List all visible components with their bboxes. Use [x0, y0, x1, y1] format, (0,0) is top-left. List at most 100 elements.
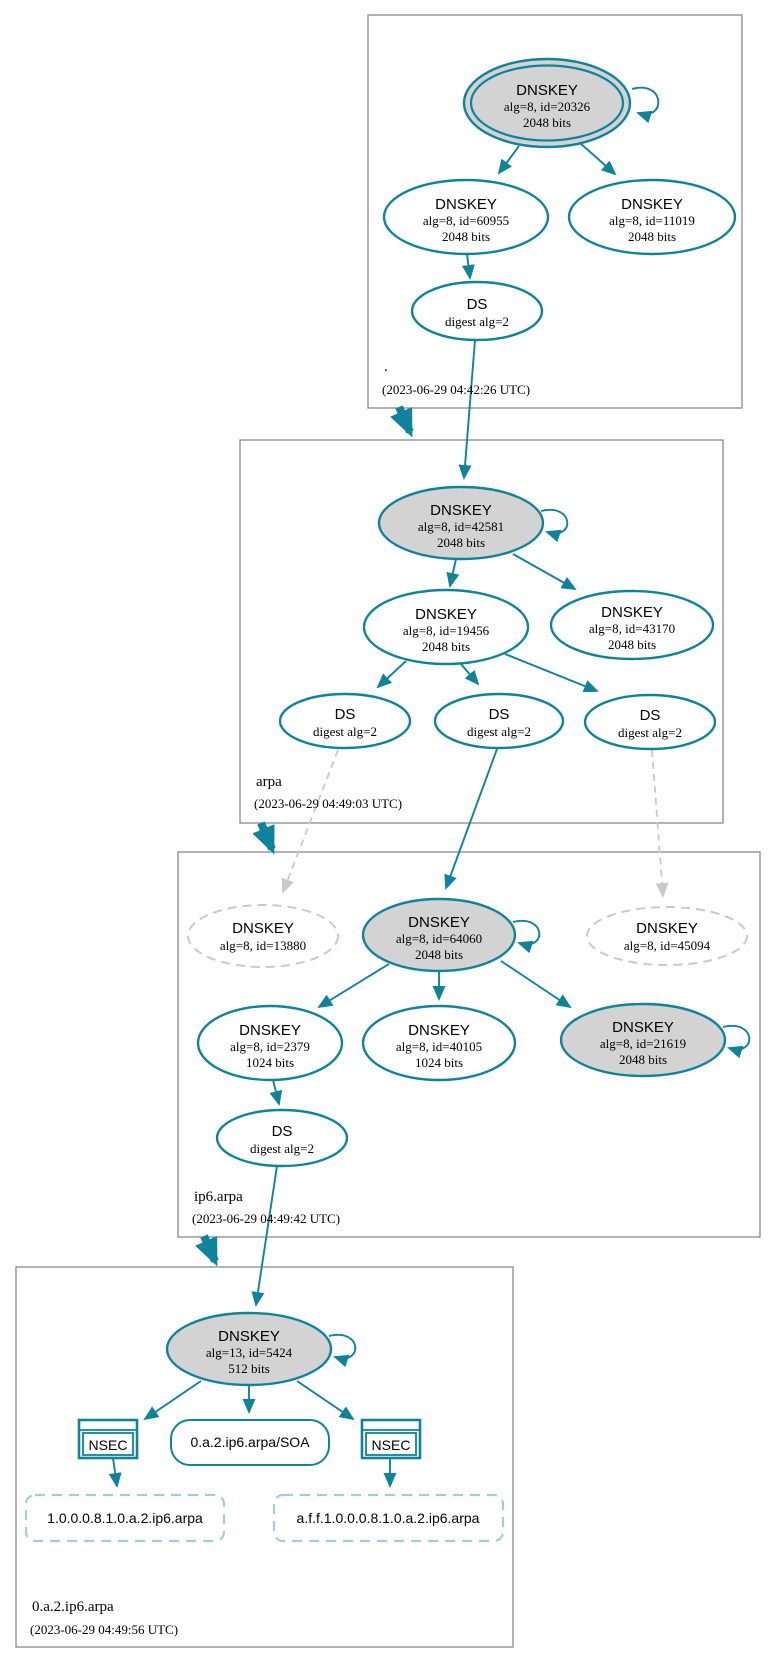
ds-title: DS [467, 296, 488, 313]
dnskey-title: DNSKEY [218, 1328, 280, 1345]
edge-ds2-to-ksk64060 [444, 748, 498, 890]
delegation-arrow-ip6arpa-to-target [195, 1234, 219, 1267]
selfloop-ksk64060 [512, 919, 541, 954]
dnskey-alg-id: alg=8, id=19456 [403, 623, 490, 638]
ds-digest: digest alg=2 [250, 1141, 314, 1156]
dnskey-title: DNSKEY [612, 1019, 674, 1036]
dnskey-bits: 2048 bits [523, 115, 571, 130]
ds-ellipse[interactable] [583, 693, 717, 751]
arpa-ds1-node[interactable]: DS digest alg=2 [278, 692, 412, 750]
nsec-rect[interactable] [360, 1418, 422, 1460]
ds-ellipse[interactable] [410, 280, 544, 342]
nsec-rect[interactable] [77, 1418, 139, 1460]
dnskey-title: DNSKEY [408, 1022, 470, 1039]
ds-digest: digest alg=2 [445, 314, 509, 329]
dnskey-title: DNSKEY [601, 604, 663, 621]
dnskey-bits: 2048 bits [437, 535, 485, 550]
dnskey-ellipse-dashed[interactable] [187, 904, 339, 968]
edge-zsk60955-to-ds [461, 253, 475, 280]
dnskey-ellipse[interactable] [377, 485, 545, 561]
zone-timestamp-ip6arpa: (2023-06-29 04:49:42 UTC) [192, 1211, 340, 1226]
arpa-ksk-dnskey-node[interactable]: DNSKEY alg=8, id=42581 2048 bits [377, 485, 545, 561]
dnskey-ellipse-dashed[interactable] [586, 906, 748, 966]
delegation-arrow-root-to-arpa [390, 405, 414, 438]
dnskey-ellipse[interactable] [361, 1004, 517, 1082]
root-key2-dnskey-node[interactable]: DNSKEY alg=8, id=11019 2048 bits [567, 178, 737, 256]
dnskey-alg-id: alg=8, id=42581 [418, 519, 504, 534]
target-nxname1-node[interactable]: 1.0.0.0.8.1.0.a.2.ip6.arpa [24, 1493, 226, 1543]
dnskey-ellipse[interactable] [567, 178, 737, 256]
dnskey-title: DNSKEY [239, 1022, 301, 1039]
dnskey-ellipse[interactable] [165, 1311, 333, 1387]
ip6arpa-ksk-dnskey-node[interactable]: DNSKEY alg=8, id=64060 2048 bits [361, 897, 517, 973]
zone-timestamp-target: (2023-06-29 04:49:56 UTC) [30, 1622, 178, 1637]
dnskey-ellipse[interactable] [549, 589, 715, 661]
selfloop-ksk42581 [540, 508, 569, 543]
ds-ellipse[interactable] [215, 1108, 349, 1168]
ip6arpa-zsk2-dnskey-node[interactable]: DNSKEY alg=8, id=40105 1024 bits [361, 1004, 517, 1082]
nxdomain-rect-dashed[interactable] [24, 1493, 226, 1543]
root-zsk-dnskey-node[interactable]: DNSKEY alg=8, id=60955 2048 bits [382, 178, 550, 256]
dnskey-ellipse[interactable] [382, 178, 550, 256]
zone-timestamp-root: (2023-06-29 04:42:26 UTC) [382, 382, 530, 397]
dnskey-alg-id: alg=8, id=45094 [624, 938, 711, 953]
target-soa-node[interactable]: 0.a.2.ip6.arpa/SOA [170, 1419, 330, 1466]
soa-rect[interactable] [170, 1419, 330, 1466]
edge-ip6ds-to-ksk5424 [251, 1165, 278, 1307]
ip6arpa-missing-dnskey-node-13880[interactable]: DNSKEY alg=8, id=13880 [187, 904, 339, 968]
edge-ds1-to-missing13880 [281, 749, 339, 894]
ds-ellipse[interactable] [278, 692, 412, 750]
ip6arpa-key3-dnskey-node[interactable]: DNSKEY alg=8, id=21619 2048 bits [559, 1002, 727, 1078]
nxdomain-rect-dashed[interactable] [272, 1493, 505, 1543]
arpa-key2-dnskey-node[interactable]: DNSKEY alg=8, id=43170 2048 bits [549, 589, 715, 661]
ds-digest: digest alg=2 [313, 724, 377, 739]
dnskey-title: DNSKEY [435, 196, 497, 213]
root-ds-node[interactable]: DS digest alg=2 [410, 280, 544, 342]
ip6arpa-ds-node[interactable]: DS digest alg=2 [215, 1108, 349, 1168]
zone-label-target: 0.a.2.ip6.arpa [32, 1599, 114, 1615]
dnskey-ellipse-inner [469, 64, 625, 142]
zone-label-root: . [384, 359, 388, 375]
target-nsec-right-node[interactable]: NSEC [360, 1418, 422, 1460]
edge-nsec-left-to-nxname1 [108, 1457, 122, 1488]
dnskey-alg-id: alg=8, id=13880 [220, 938, 306, 953]
target-ksk-dnskey-node[interactable]: DNSKEY alg=13, id=5424 512 bits [165, 1311, 333, 1387]
edge-zsk19456-to-ds3 [504, 653, 599, 693]
dnskey-title: DNSKEY [408, 914, 470, 931]
dnskey-ellipse[interactable] [362, 588, 530, 666]
soa-label: 0.a.2.ip6.arpa/SOA [190, 1434, 310, 1450]
edge-rootds-to-ksk42581 [458, 339, 476, 480]
dnskey-alg-id: alg=8, id=20326 [504, 99, 591, 114]
zone-label-arpa: arpa [256, 774, 282, 790]
dnskey-alg-id: alg=13, id=5424 [206, 1345, 293, 1360]
dnskey-ellipse[interactable] [196, 1004, 344, 1082]
dnskey-alg-id: alg=8, id=60955 [423, 213, 509, 228]
nsec-label: NSEC [372, 1437, 411, 1453]
dnskey-title: DNSKEY [516, 82, 578, 99]
edge-ksk42581-to-key43170 [512, 553, 577, 590]
dnskey-ellipse-outer[interactable] [462, 57, 632, 149]
target-nsec-left-node[interactable]: NSEC [77, 1418, 139, 1460]
ds-ellipse[interactable] [433, 692, 565, 750]
ds-title: DS [335, 706, 356, 723]
ip6arpa-missing-dnskey-node-45094[interactable]: DNSKEY alg=8, id=45094 [586, 906, 748, 966]
arpa-ds3-node[interactable]: DS digest alg=2 [583, 693, 717, 751]
dnskey-bits: 1024 bits [415, 1055, 463, 1070]
arpa-ds2-node[interactable]: DS digest alg=2 [433, 692, 565, 750]
target-nxname2-node[interactable]: a.f.f.1.0.0.0.8.1.0.a.2.ip6.arpa [272, 1493, 505, 1543]
ds-digest: digest alg=2 [467, 724, 531, 739]
edge-ksk42581-to-zsk19456 [446, 558, 460, 588]
root-ksk-dnskey-node[interactable]: DNSKEY alg=8, id=20326 2048 bits [462, 57, 632, 149]
arpa-zsk-dnskey-node[interactable]: DNSKEY alg=8, id=19456 2048 bits [362, 588, 530, 666]
dnskey-bits: 2048 bits [442, 229, 490, 244]
dnskey-ellipse[interactable] [361, 897, 517, 973]
dnskey-ellipse[interactable] [559, 1002, 727, 1078]
dnskey-bits: 2048 bits [619, 1052, 667, 1067]
edge-zsk2379-to-ds [269, 1079, 283, 1106]
dnskey-title: DNSKEY [232, 920, 294, 937]
nxdomain-name: 1.0.0.0.8.1.0.a.2.ip6.arpa [47, 1510, 203, 1526]
ip6arpa-zsk1-dnskey-node[interactable]: DNSKEY alg=8, id=2379 1024 bits [196, 1004, 344, 1082]
nxdomain-name: a.f.f.1.0.0.0.8.1.0.a.2.ip6.arpa [297, 1510, 480, 1526]
